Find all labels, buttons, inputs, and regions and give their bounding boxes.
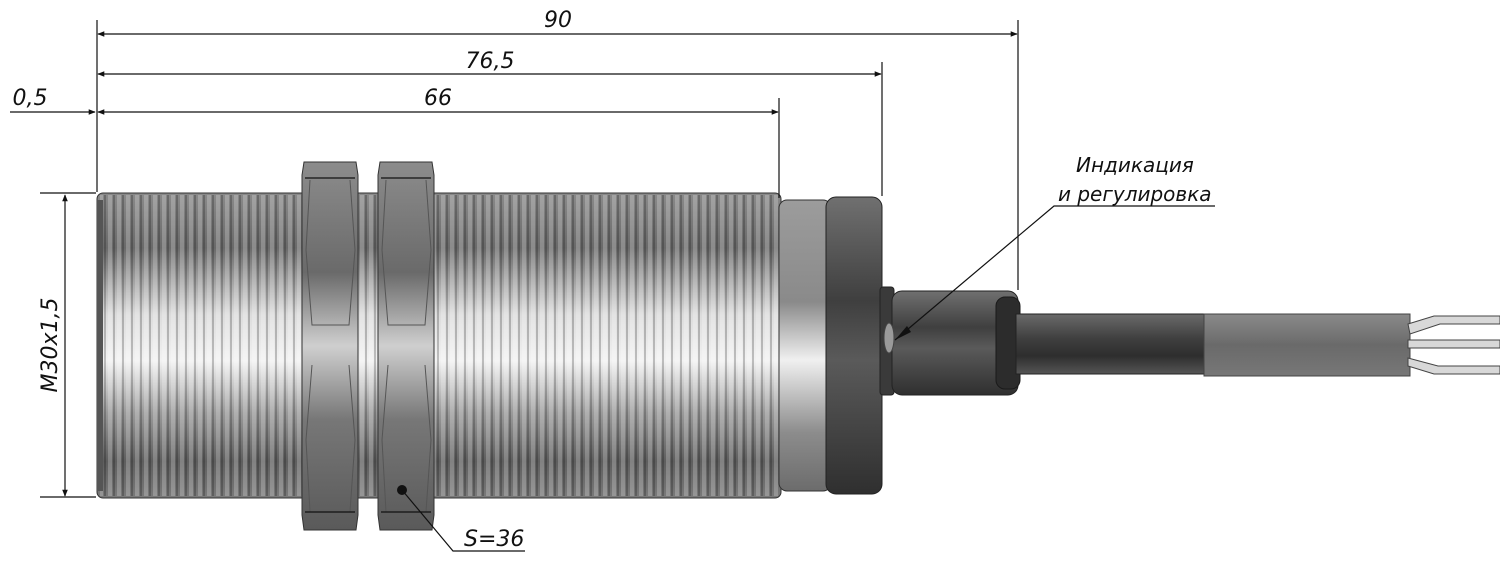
- sensor-body: [96, 161, 1500, 531]
- hex-nut-2: [377, 161, 435, 531]
- thread-front-chamfer: [97, 200, 103, 491]
- cable-wires: [1407, 315, 1500, 375]
- indicator-leader: [894, 205, 1215, 341]
- collar-ring: [778, 199, 832, 492]
- thread-texture: [100, 195, 778, 496]
- wrench-size-label: S=36: [464, 527, 524, 552]
- leader-line-indicator: [894, 205, 1215, 341]
- dim-overall-length: 90: [544, 8, 572, 33]
- cable: [1015, 313, 1207, 375]
- cable-sleeve: [1203, 313, 1411, 377]
- dim-body-length: 76,5: [466, 49, 515, 74]
- end-cap: [825, 196, 883, 495]
- dim-thread-length: 66: [424, 86, 452, 111]
- leader-line-wrench: [401, 489, 525, 552]
- led-indicator-window: [883, 322, 895, 354]
- dim-thread-spec: M30x1,5: [38, 298, 63, 393]
- wire-bottom: [1407, 357, 1500, 375]
- indicator-label-line1: Индикация: [1076, 153, 1194, 177]
- extension-lines: [40, 20, 1019, 498]
- dim-offset: 0,5: [13, 86, 48, 111]
- hex-nut-1: [301, 161, 359, 531]
- wire-middle: [1407, 339, 1500, 349]
- dimension-lines: [10, 31, 1018, 497]
- indicator-label-line2: и регулировка: [1058, 182, 1212, 206]
- wrench-size-leader: [397, 485, 525, 552]
- leader-arrow-indicator: [895, 326, 911, 340]
- wire-top: [1407, 315, 1500, 335]
